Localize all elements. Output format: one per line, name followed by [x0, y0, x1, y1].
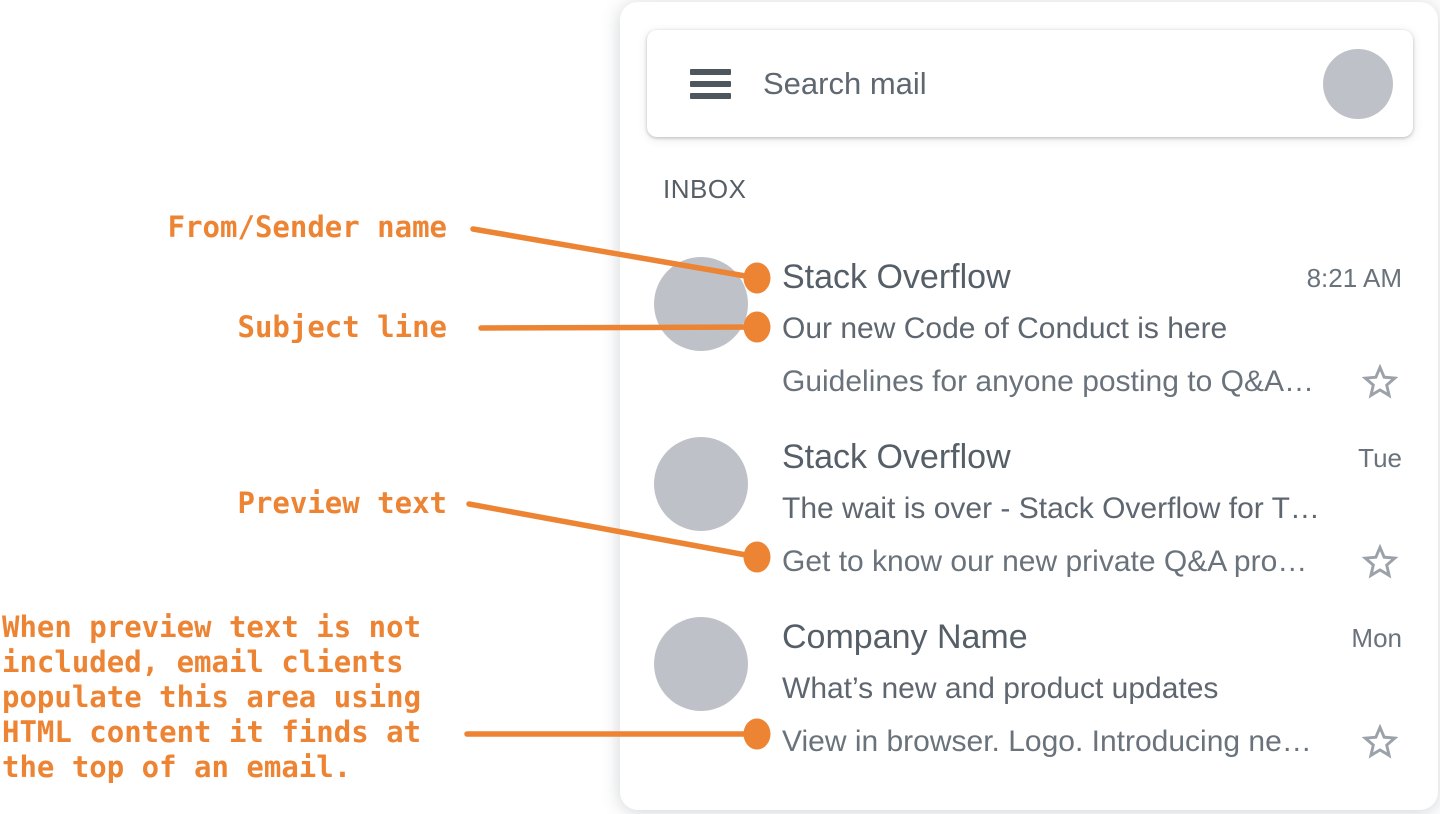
sender-avatar [654, 257, 748, 351]
star-icon[interactable] [1358, 540, 1402, 584]
inbox-section-label: INBOX [663, 174, 747, 204]
email-row[interactable]: Stack Overflow 8:21 AM Our new Code of C… [654, 257, 1402, 407]
email-time: 8:21 AM [1306, 263, 1402, 293]
email-subject: Our new Code of Conduct is here [782, 312, 1228, 345]
annotation-note: When preview text is not included, email… [2, 610, 422, 784]
star-icon[interactable] [1358, 720, 1402, 764]
email-sender: Stack Overflow [782, 258, 1011, 296]
star-icon[interactable] [1358, 360, 1402, 404]
sender-avatar [654, 437, 748, 531]
annotation-from-sender: From/Sender name [167, 210, 447, 244]
hamburger-menu-icon[interactable] [690, 68, 731, 99]
email-row[interactable]: Company Name Mon What’s new and product … [654, 617, 1402, 767]
email-preview: Guidelines for anyone posting to Q&A… [782, 365, 1314, 398]
email-time: Tue [1358, 443, 1402, 473]
mail-app-panel: Search mail INBOX Stack Overflow 8:21 AM… [620, 2, 1438, 810]
email-time: Mon [1351, 623, 1402, 653]
email-sender: Stack Overflow [782, 438, 1011, 476]
annotation-preview-text: Preview text [237, 486, 447, 520]
email-subject: What’s new and product updates [782, 672, 1219, 705]
sender-avatar [654, 617, 748, 711]
email-preview: Get to know our new private Q&A pro… [782, 545, 1308, 578]
search-input[interactable]: Search mail [763, 65, 927, 101]
email-subject: The wait is over - Stack Overflow for T… [782, 492, 1320, 525]
search-bar[interactable]: Search mail [647, 30, 1413, 137]
email-preview: View in browser. Logo. Introducing ne… [782, 725, 1312, 758]
annotation-subject-line: Subject line [237, 310, 447, 344]
user-avatar[interactable] [1323, 48, 1393, 119]
email-sender: Company Name [782, 618, 1028, 656]
email-row[interactable]: Stack Overflow Tue The wait is over - St… [654, 437, 1402, 587]
